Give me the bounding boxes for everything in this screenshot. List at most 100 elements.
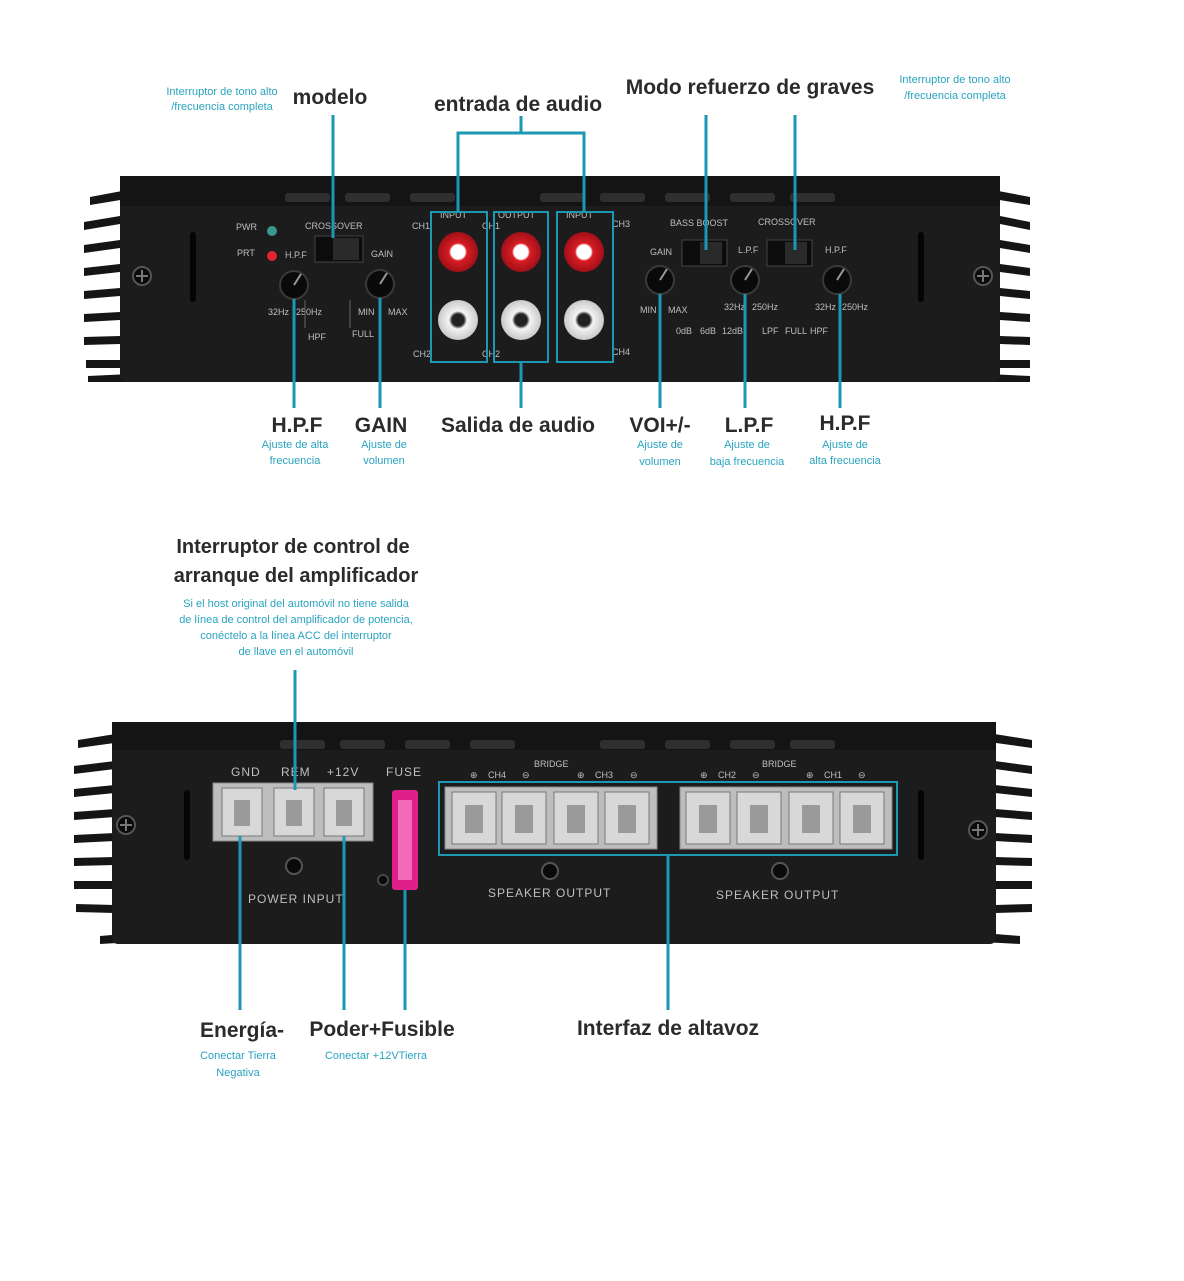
power-input-label: POWER INPUT [248, 892, 344, 906]
svg-text:CROSSOVER: CROSSOVER [758, 217, 816, 227]
gain-label: GAIN [355, 414, 408, 437]
svg-text:CH1: CH1 [412, 221, 430, 231]
svg-text:conéctelo a la línea ACC del i: conéctelo a la línea ACC del interruptor [200, 630, 392, 642]
svg-text:Ajuste de alta: Ajuste de alta [262, 439, 330, 451]
svg-text:⊖: ⊖ [858, 770, 866, 780]
svg-text:Conectar +12VTierra: Conectar +12VTierra [325, 1050, 428, 1062]
svg-text:CH3: CH3 [612, 219, 630, 229]
svg-text:BRIDGE: BRIDGE [762, 759, 797, 769]
hpf-knob-right[interactable] [822, 265, 852, 295]
hpf-left-label: H.P.F [272, 414, 323, 437]
svg-text:INPUT: INPUT [566, 210, 594, 220]
svg-text:⊕: ⊕ [806, 770, 814, 780]
svg-text:32Hz: 32Hz [724, 302, 746, 312]
screw-icon [285, 857, 303, 875]
svg-text:OUTPUT: OUTPUT [498, 210, 536, 220]
tone-left-line1: Interruptor de tono alto [166, 86, 277, 98]
svg-text:250Hz: 250Hz [842, 302, 869, 312]
altavoz-label: Interfaz de altavoz [577, 1017, 759, 1040]
svg-text:⊕: ⊕ [577, 770, 585, 780]
speaker-terminal-ch1-minus[interactable] [839, 791, 885, 845]
top-amp-body [120, 176, 1000, 382]
svg-text:volumen: volumen [363, 455, 405, 467]
svg-text:H.P.F: H.P.F [825, 245, 847, 255]
rca-output-ch1[interactable] [501, 232, 541, 272]
svg-text:L.P.F: L.P.F [738, 245, 759, 255]
gain-knob-right[interactable] [645, 265, 675, 295]
rca-input-ch4[interactable] [564, 300, 604, 340]
svg-text:volumen: volumen [639, 456, 681, 468]
speaker-terminal-ch2-plus[interactable] [685, 791, 731, 845]
modelo-label: modelo [293, 86, 368, 109]
svg-text:GAIN: GAIN [371, 249, 393, 259]
speaker-terminal-block-left [444, 786, 658, 850]
svg-text:HPF: HPF [308, 332, 327, 342]
prt-led-icon [267, 251, 277, 261]
speaker-terminal-block-right [679, 786, 893, 850]
svg-text:Conectar Tierra: Conectar Tierra [200, 1050, 277, 1062]
bottom-amplifier: GND REM +12V FUSE POWER INPUT BRIDGE [74, 536, 1032, 1079]
svg-text:de línea de control del amplif: de línea de control del amplificador de … [179, 614, 413, 626]
pwr-led-icon [267, 226, 277, 236]
salida-label: Salida de audio [441, 414, 595, 437]
screw-icon [116, 815, 136, 835]
svg-text:Ajuste de: Ajuste de [361, 439, 407, 451]
svg-text:⊖: ⊖ [752, 770, 760, 780]
lpf-label: L.P.F [725, 414, 774, 437]
speaker-terminal-ch1-plus[interactable] [788, 791, 834, 845]
svg-text:MAX: MAX [668, 305, 688, 315]
speaker-terminal-ch2-minus[interactable] [736, 791, 782, 845]
rca-input-ch1[interactable] [438, 232, 478, 272]
svg-text:CH4: CH4 [612, 347, 630, 357]
svg-text:Ajuste de: Ajuste de [822, 439, 868, 451]
svg-text:CH4: CH4 [488, 770, 506, 780]
speaker-terminal-ch3-plus[interactable] [553, 791, 599, 845]
svg-text:BRIDGE: BRIDGE [534, 759, 569, 769]
rca-input-ch3[interactable] [564, 232, 604, 272]
screw-icon [771, 862, 789, 880]
svg-text:Si el host original del automó: Si el host original del automóvil no tie… [183, 598, 410, 610]
svg-text:⊕: ⊕ [470, 770, 478, 780]
tone-right-line1: Interruptor de tono alto [899, 74, 1010, 86]
svg-text:FULL: FULL [785, 326, 807, 336]
tone-left-line2: /frecuencia completa [171, 101, 273, 113]
lpf-knob[interactable] [730, 265, 760, 295]
vol-label: VOI+/- [629, 414, 690, 437]
rem-terminal[interactable] [273, 787, 315, 837]
gnd-label: GND [231, 765, 261, 779]
rca-output-ch2[interactable] [501, 300, 541, 340]
screw-icon [968, 820, 988, 840]
svg-text:CH1: CH1 [482, 221, 500, 231]
prt-label: PRT [237, 248, 255, 258]
gain-knob-left[interactable] [365, 269, 395, 299]
energia-label: Energía- [200, 1019, 284, 1042]
svg-text:HPF: HPF [810, 326, 829, 336]
svg-text:SPEAKER OUTPUT: SPEAKER OUTPUT [488, 886, 611, 900]
svg-text:SPEAKER OUTPUT: SPEAKER OUTPUT [716, 888, 839, 902]
fuse-label: FUSE [386, 765, 422, 779]
svg-text:⊕: ⊕ [700, 770, 708, 780]
svg-text:⊖: ⊖ [522, 770, 530, 780]
speaker-terminal-ch4-minus[interactable] [501, 791, 547, 845]
bass-mode-label: Modo refuerzo de graves [626, 76, 875, 99]
svg-text:FULL: FULL [352, 329, 374, 339]
v12-terminal[interactable] [323, 787, 365, 837]
fuse-icon[interactable] [392, 790, 418, 890]
speaker-terminal-ch3-minus[interactable] [604, 791, 650, 845]
svg-text:CH2: CH2 [718, 770, 736, 780]
svg-text:Negativa: Negativa [216, 1067, 260, 1079]
svg-text:CH2: CH2 [482, 349, 500, 359]
svg-text:MIN: MIN [358, 307, 375, 317]
svg-text:CH2: CH2 [413, 349, 431, 359]
gnd-terminal[interactable] [221, 787, 263, 837]
svg-text:de llave en el automóvil: de llave en el automóvil [239, 646, 354, 658]
remote-title-line2: arranque del amplificador [174, 565, 419, 587]
speaker-terminal-ch4-plus[interactable] [451, 791, 497, 845]
svg-text:CH1: CH1 [824, 770, 842, 780]
screw-icon [541, 862, 559, 880]
svg-text:BASS BOOST: BASS BOOST [670, 218, 729, 228]
rca-input-ch2[interactable] [438, 300, 478, 340]
svg-text:12dB: 12dB [722, 326, 743, 336]
hpf-knob-left[interactable] [279, 270, 309, 300]
svg-text:Ajuste de: Ajuste de [724, 439, 770, 451]
